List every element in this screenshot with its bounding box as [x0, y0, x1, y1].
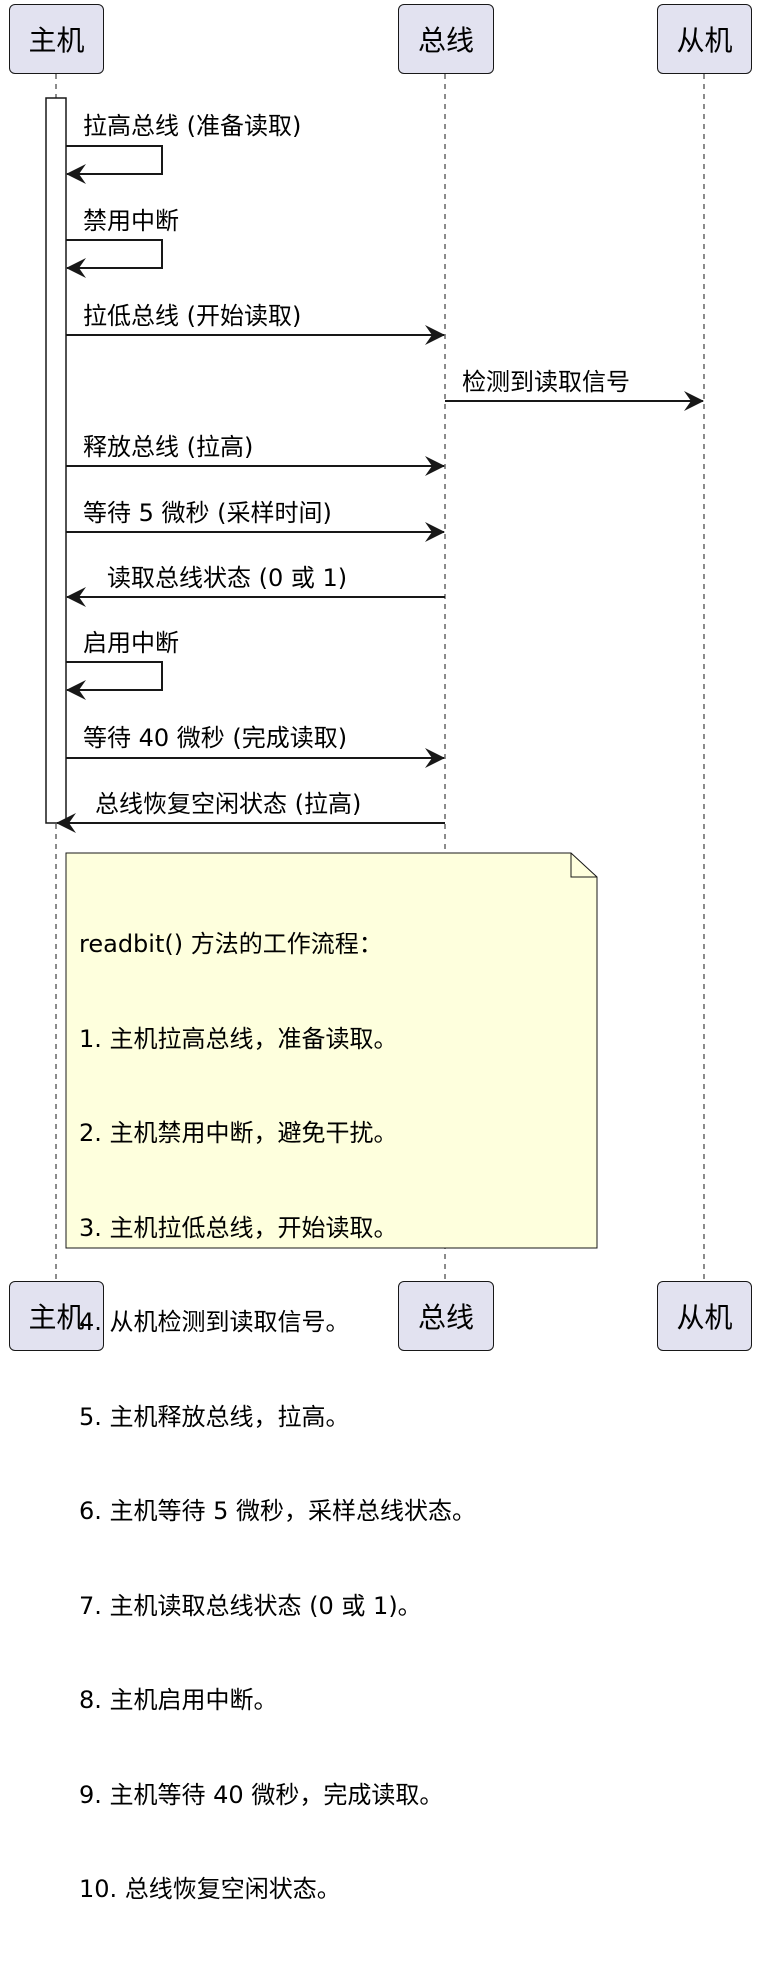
- sequence-diagram: 拉高总线 (准备读取) 禁用中断拉低总线 (开始读取) 检测到读取信号释放总线 (拉…: [9, 4, 752, 1903]
- note-text: readbit() 方法的工作流程： 1. 主机拉高总线，准备读取。 2. 主机…: [79, 866, 476, 1969]
- message-label: 读取总线状态 (0 或 1): [107, 564, 347, 592]
- note-line: 7. 主机读取总线状态 (0 或 1)。: [79, 1591, 422, 1620]
- note-line: 6. 主机等待 5 微秒，采样总线状态。: [79, 1497, 477, 1525]
- note-box: [65, 852, 598, 1249]
- note-line: 3. 主机拉低总线，开始读取。: [79, 1213, 398, 1242]
- message-label: 释放总线 (拉高): [83, 433, 253, 461]
- host-activation-bar: [45, 97, 67, 824]
- message-label: 拉低总线 (开始读取): [83, 302, 301, 330]
- note-line: 5. 主机释放总线，拉高。: [79, 1402, 350, 1431]
- note-line: 8. 主机启用中断。: [79, 1686, 278, 1714]
- self-message-arrow: [66, 661, 163, 700]
- message-label: 启用中断: [83, 629, 179, 657]
- note-line: 1. 主机拉高总线，准备读取。: [79, 1024, 398, 1053]
- participant-host-top: 主机: [9, 4, 104, 74]
- note-fold: [570, 853, 597, 878]
- message-label: 拉高总线 (准备读取): [83, 112, 301, 140]
- note-line: 10. 总线恢复空闲状态。: [79, 1875, 341, 1903]
- self-message-arrow: [66, 145, 163, 184]
- note-line: 2. 主机禁用中断，避免干扰。: [79, 1119, 398, 1147]
- participant-slave-bottom: 从机: [657, 1281, 752, 1351]
- note-line: 4. 从机检测到读取信号。: [79, 1308, 350, 1336]
- note-line: 9. 主机等待 40 微秒，完成读取。: [79, 1780, 444, 1809]
- participant-host-bottom: 主机: [9, 1281, 104, 1351]
- message-label: 禁用中断: [83, 207, 179, 235]
- self-message-arrow: [66, 239, 163, 278]
- message-label: 等待 5 微秒 (采样时间): [83, 499, 332, 527]
- participant-slave-top: 从机: [657, 4, 752, 74]
- note-line: readbit() 方法的工作流程：: [79, 930, 383, 958]
- message-label: 等待 40 微秒 (完成读取): [83, 724, 347, 752]
- message-label: 总线恢复空闲状态 (拉高): [95, 790, 361, 818]
- message-label: 检测到读取信号: [462, 368, 630, 396]
- participant-bus-bottom: 总线: [398, 1281, 494, 1351]
- participant-bus-top: 总线: [398, 4, 494, 74]
